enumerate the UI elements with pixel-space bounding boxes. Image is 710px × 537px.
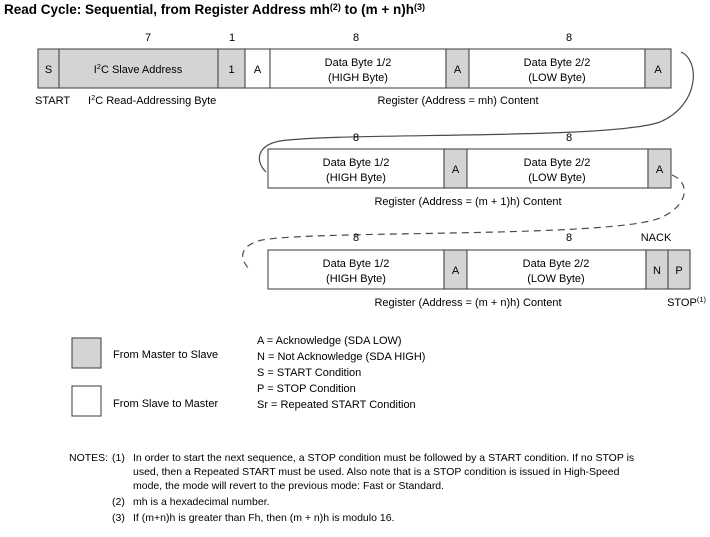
legend-label-slave-to-master: From Slave to Master — [113, 398, 218, 410]
caption-stop: STOP(1) — [667, 295, 706, 309]
legend-definition-stop: P = STOP Condition — [257, 383, 356, 395]
row2-cell-data-high-sublabel: (HIGH Byte) — [326, 172, 386, 184]
cell-data-low-1-sublabel: (LOW Byte) — [528, 72, 585, 84]
row2-cell-data-high — [267, 148, 445, 189]
cell-ack-1-label: A — [254, 64, 262, 76]
row2-cell-data-low-sublabel: (LOW Byte) — [528, 172, 585, 184]
row3-bit-label-nack: NACK — [641, 232, 672, 244]
row3-cell-data-high-sublabel: (HIGH Byte) — [326, 273, 386, 285]
row3-cell-stop-label: P — [675, 265, 682, 277]
note-1-line-3: mode, the mode will revert to the previo… — [133, 480, 444, 492]
legend-swatch-slave-to-master — [71, 385, 102, 417]
cell-data-high-1-sublabel: (HIGH Byte) — [328, 72, 388, 84]
row3-bit-label-8-high: 8 — [353, 232, 359, 244]
note-3-marker: (3) — [112, 512, 125, 524]
title-main: Read Cycle: Sequential, from Register Ad… — [4, 2, 330, 17]
notes-heading: NOTES: — [69, 452, 108, 464]
connector-row1-to-row2 — [258, 51, 694, 173]
row2-bit-label-8-low: 8 — [566, 132, 572, 144]
row3-cell-data-low-sublabel: (LOW Byte) — [527, 273, 584, 285]
note-3-line-1: If (m+n)h is greater than Fh, then (m + … — [133, 512, 394, 524]
legend-definition-nack: N = Not Acknowledge (SDA HIGH) — [257, 351, 425, 363]
caption-read-addressing-byte: I2C Read-Addressing Byte — [88, 93, 216, 107]
bit-label-8-high: 8 — [353, 32, 359, 44]
svg-text:Read Cycle: Sequential, from R: Read Cycle: Sequential, from Register Ad… — [4, 2, 425, 17]
cell-slave-address-label: I2C Slave Address — [94, 62, 183, 76]
row3-cell-data-high-label: Data Byte 1/2 — [323, 258, 390, 270]
title-mid: to (m + n)h — [341, 2, 414, 17]
note-1-line-2: used, then a Repeated START must be used… — [133, 466, 620, 478]
cell-data-high-1-label: Data Byte 1/2 — [325, 57, 392, 69]
title-superscript-2: (2) — [330, 2, 341, 12]
legend-swatch-master-to-slave — [71, 337, 102, 369]
bit-label-1: 1 — [229, 32, 235, 44]
row3-cell-nack-label: N — [653, 265, 661, 277]
title-superscript-3: (3) — [414, 2, 425, 12]
connector-row2-to-row3 — [242, 174, 685, 271]
row-1: 7 1 8 8 S I2C Slave Address 1 A Data Byt… — [35, 32, 672, 107]
caption-start: START — [35, 95, 70, 107]
row2-cell-ack-1-label: A — [452, 164, 460, 176]
caption-register-m-plus-1-content: Register (Address = (m + 1)h) Content — [374, 196, 561, 208]
row2-bit-label-8-high: 8 — [353, 132, 359, 144]
legend: From Master to Slave From Slave to Maste… — [71, 335, 425, 417]
row3-cell-data-high — [267, 249, 445, 290]
cell-data-low-1-label: Data Byte 2/2 — [524, 57, 591, 69]
legend-definition-repeated-start: Sr = Repeated START Condition — [257, 399, 416, 411]
note-1-marker: (1) — [112, 452, 125, 464]
notes: NOTES: (1) In order to start the next se… — [69, 452, 634, 524]
legend-label-master-to-slave: From Master to Slave — [113, 349, 218, 361]
cell-ack-3 — [644, 48, 672, 89]
bit-label-8-low: 8 — [566, 32, 572, 44]
cell-read-bit-label: 1 — [228, 64, 234, 76]
cell-start-label: S — [45, 64, 52, 76]
bit-label-7: 7 — [145, 32, 151, 44]
note-2-marker: (2) — [112, 496, 125, 508]
row2-cell-data-low-label: Data Byte 2/2 — [524, 157, 591, 169]
row3-cell-stop — [667, 249, 691, 290]
cell-ack-3-label: A — [654, 64, 662, 76]
row3-cell-data-low — [466, 249, 647, 290]
cell-ack-1 — [244, 48, 271, 89]
row3-cell-data-low-label: Data Byte 2/2 — [523, 258, 590, 270]
row2-cell-ack-2 — [647, 148, 672, 189]
cell-slave-address — [58, 48, 219, 89]
caption-register-m-plus-n-content: Register (Address = (m + n)h) Content — [374, 297, 561, 309]
row3-bit-label-8-low: 8 — [566, 232, 572, 244]
page-title: Read Cycle: Sequential, from Register Ad… — [4, 2, 425, 17]
row3-cell-ack-label: A — [452, 265, 460, 277]
legend-definition-ack: A = Acknowledge (SDA LOW) — [257, 335, 402, 347]
row2-cell-data-high-label: Data Byte 1/2 — [323, 157, 390, 169]
note-1-line-1: In order to start the next sequence, a S… — [133, 452, 634, 464]
row-2: 8 8 Data Byte 1/2 (HIGH Byte) A Data Byt… — [267, 132, 672, 208]
caption-register-mh-content: Register (Address = mh) Content — [377, 95, 538, 107]
legend-definition-start: S = START Condition — [257, 367, 361, 379]
row2-cell-ack-2-label: A — [656, 164, 664, 176]
cell-ack-2-label: A — [454, 64, 462, 76]
row-3: 8 8 NACK Data Byte 1/2 (HIGH Byte) A Dat… — [267, 232, 706, 309]
note-2-line-1: mh is a hexadecimal number. — [133, 496, 270, 508]
